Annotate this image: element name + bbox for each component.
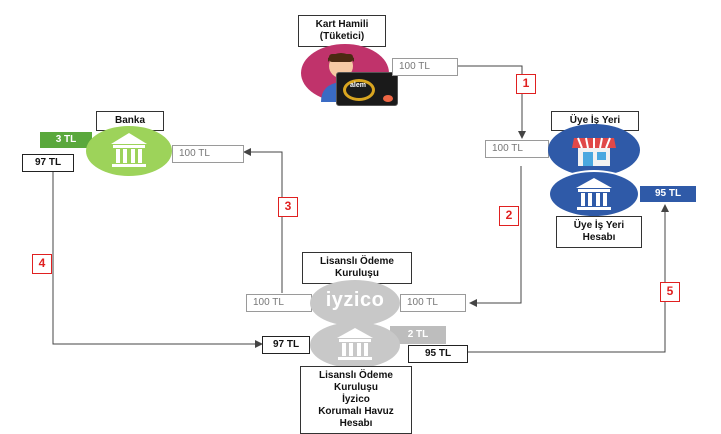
card-brand-text: alem [350, 82, 366, 89]
iyzico-left-amount: 100 TL [246, 294, 312, 312]
payment-institution-label: Lisanslı Ödeme Kuruluşu [302, 252, 412, 284]
iyzico-logo-circle: iyzico [310, 280, 400, 326]
flow-line-4 [52, 170, 263, 348]
step-4-badge: 4 [32, 254, 52, 274]
step-5-badge: 5 [660, 282, 680, 302]
pool-out-amount: 95 TL [408, 345, 468, 363]
merchant-account-amount-tab: 95 TL [640, 186, 696, 202]
merchant-account-label: Üye İş Yeri Hesabı [556, 216, 642, 248]
pool-bank-icon [310, 322, 400, 368]
flow-line-2 [469, 166, 522, 307]
step-3-badge: 3 [278, 197, 298, 217]
flow-line-3 [243, 148, 283, 293]
flow-line-5 [468, 204, 669, 353]
step-2-badge: 2 [499, 206, 519, 226]
cardholder-label: Kart Hamili (Tüketici) [298, 15, 386, 47]
iyzico-logo-text: iyzico [325, 289, 385, 311]
bank-fee-tab: 3 TL [40, 132, 92, 148]
credit-card-icon: alem [336, 72, 398, 106]
pool-account-label: Lisanslı Ödeme Kuruluşu İyzico Korumalı … [300, 366, 412, 434]
bank-out-amount: 97 TL [22, 154, 74, 172]
flow-line-1 [457, 65, 526, 139]
merchant-account-bank-icon [548, 170, 640, 218]
merchant-amount: 100 TL [485, 140, 549, 158]
pool-in-amount: 97 TL [262, 336, 310, 354]
iyzico-right-amount: 100 TL [400, 294, 466, 312]
flow-connectors [52, 65, 669, 353]
bank-in-amount: 100 TL [172, 145, 244, 163]
merchant-store-icon [548, 124, 640, 176]
bank-icon [86, 126, 172, 176]
cardholder-amount: 100 TL [392, 58, 458, 76]
pool-fee-tab: 2 TL [390, 326, 446, 344]
step-1-badge: 1 [516, 74, 536, 94]
